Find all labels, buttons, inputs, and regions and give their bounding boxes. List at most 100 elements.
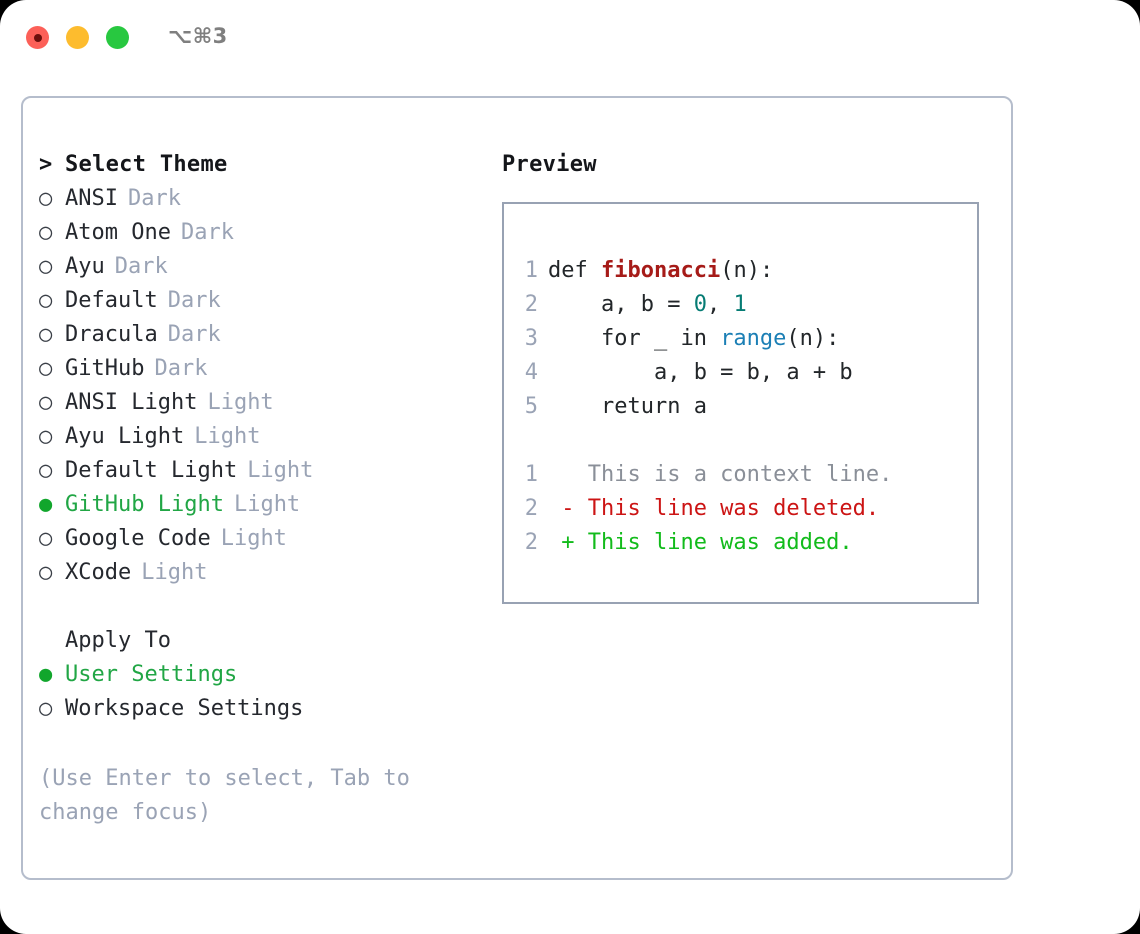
theme-mode-tag: Light (141, 560, 208, 585)
code-token: range (720, 326, 787, 351)
theme-list-item[interactable]: ○ Atom One Dark (39, 216, 479, 250)
window-controls (26, 26, 129, 49)
code-token: 0 (693, 292, 707, 317)
theme-mode-tag: Light (194, 424, 261, 449)
theme-mode-tag: Light (207, 390, 274, 415)
radio-unselected-icon[interactable]: ○ (39, 220, 53, 245)
theme-name: GitHub (65, 356, 145, 381)
code-line: 4 a, b = b, a + b (514, 356, 892, 390)
line-number: 5 (524, 394, 538, 419)
theme-list-item[interactable]: ○ Ayu Dark (39, 250, 479, 284)
theme-list-item[interactable]: ○ GitHub Dark (39, 352, 479, 386)
radio-unselected-icon[interactable]: ○ (39, 458, 53, 483)
code-token: a, b = b, a + b (548, 360, 853, 385)
line-number: 4 (524, 360, 538, 385)
radio-unselected-icon[interactable]: ○ (39, 390, 53, 415)
code-line: 2 - This line was deleted. (514, 492, 892, 526)
line-number: 2 (524, 292, 538, 317)
line-number: 2 (524, 530, 538, 555)
code-token: (n): (720, 258, 774, 283)
code-token: a, b = (548, 292, 694, 317)
select-theme-label: Select Theme (65, 152, 228, 177)
radio-selected-icon[interactable]: ● (39, 662, 53, 687)
radio-unselected-icon[interactable]: ○ (39, 356, 53, 381)
theme-name: Ayu Light (65, 424, 185, 449)
apply-to-list: ● User Settings ○ Workspace Settings (39, 658, 479, 726)
theme-mode-tag: Light (220, 526, 287, 551)
code-token: def (548, 258, 601, 283)
code-token: 1 (733, 292, 747, 317)
theme-list-item[interactable]: ○ Dracula Dark (39, 318, 479, 352)
maximize-button[interactable] (106, 26, 129, 49)
theme-mode-tag: Dark (180, 220, 234, 245)
apply-to-option-label: User Settings (65, 662, 238, 687)
radio-unselected-icon[interactable]: ○ (39, 424, 53, 449)
window-title-shortcut: ⌥⌘3 (168, 24, 228, 48)
radio-unselected-icon[interactable]: ○ (39, 186, 53, 211)
theme-name: Default Light (65, 458, 238, 483)
radio-selected-icon[interactable]: ● (39, 492, 53, 517)
select-theme-header: > Select Theme (39, 148, 479, 182)
theme-mode-tag: Dark (167, 288, 221, 313)
code-line: 5 return a (514, 390, 892, 424)
apply-to-header: Apply To (39, 624, 479, 658)
radio-unselected-icon[interactable]: ○ (39, 526, 53, 551)
theme-mode-tag: Light (233, 492, 301, 517)
code-token (548, 428, 561, 453)
minimize-button[interactable] (66, 26, 89, 49)
line-number: 2 (524, 496, 538, 521)
theme-name: Google Code (65, 526, 211, 551)
theme-name: ANSI (65, 186, 118, 211)
theme-list-item[interactable]: ○ Google Code Light (39, 522, 479, 556)
theme-mode-tag: Dark (154, 356, 208, 381)
theme-name: ANSI Light (65, 390, 198, 415)
code-line: 1 This is a context line. (514, 458, 893, 492)
apply-to-item[interactable]: ● User Settings (39, 658, 479, 692)
code-token: (n): (786, 326, 840, 351)
apply-to-option-label: Workspace Settings (65, 696, 304, 721)
theme-name: Atom One (65, 220, 171, 245)
theme-list-item[interactable]: ○ ANSI Light Light (39, 386, 479, 420)
code-line: 2 a, b = 0, 1 (514, 288, 892, 322)
code-line (514, 424, 892, 458)
radio-unselected-icon[interactable]: ○ (39, 254, 53, 279)
close-button[interactable] (26, 26, 49, 49)
line-number: 1 (524, 258, 538, 283)
code-token: - This line was deleted. (548, 496, 880, 521)
list-spacer (39, 590, 479, 624)
theme-mode-tag: Dark (167, 322, 221, 347)
code-line: 3 for _ in range(n): (514, 322, 892, 356)
theme-list-item[interactable]: ○ Default Light Light (39, 454, 479, 488)
radio-unselected-icon[interactable]: ○ (39, 288, 53, 313)
caret-icon: > (39, 152, 53, 177)
apply-to-item[interactable]: ○ Workspace Settings (39, 692, 479, 726)
theme-mode-tag: Dark (127, 186, 181, 211)
radio-unselected-icon[interactable]: ○ (39, 696, 53, 721)
apply-to-label: Apply To (65, 628, 171, 653)
theme-mode-tag: Light (247, 458, 314, 483)
theme-name: GitHub Light (65, 492, 224, 517)
theme-list-item[interactable]: ○ Ayu Light Light (39, 420, 479, 454)
code-token: This is a context line. (548, 462, 893, 487)
theme-list-item[interactable]: ● GitHub Light Light (39, 488, 479, 522)
code-token: + This line was added. (548, 530, 853, 555)
preview-title: Preview (502, 152, 597, 177)
theme-mode-tag: Dark (114, 254, 168, 279)
line-number: 3 (524, 326, 538, 351)
theme-name: Dracula (65, 322, 158, 347)
theme-list-item[interactable]: ○ ANSI Dark (39, 182, 479, 216)
radio-unselected-icon[interactable]: ○ (39, 560, 53, 585)
title-bar: ⌥⌘3 (0, 0, 1140, 76)
theme-name: Ayu (65, 254, 105, 279)
radio-unselected-icon[interactable]: ○ (39, 322, 53, 347)
